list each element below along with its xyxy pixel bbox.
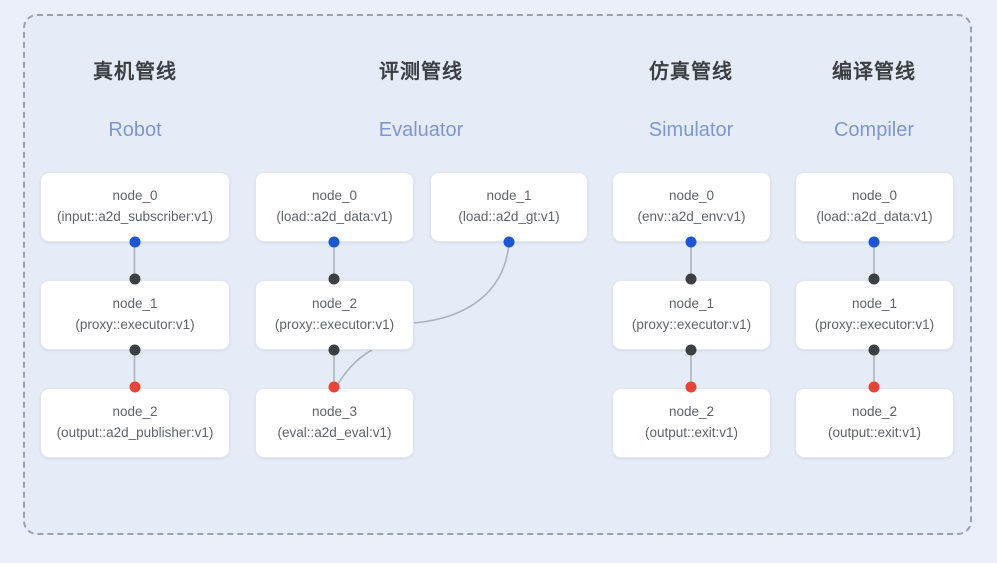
node-compiler-2[interactable]: node_2 (output::exit:v1)	[795, 388, 954, 458]
node-label-type: (proxy::executor:v1)	[814, 317, 935, 332]
node-label-type: (output::exit:v1)	[827, 425, 922, 440]
port-top-simulator-1[interactable]	[685, 273, 697, 285]
port-in-simulator-0[interactable]	[685, 236, 697, 248]
node-label-name: node_1	[668, 296, 715, 312]
port-in-robot-0[interactable]	[129, 236, 140, 248]
node-compiler-0[interactable]: node_0 (load::a2d_data:v1)	[795, 172, 954, 242]
node-compiler-1[interactable]: node_1 (proxy::executor:v1)	[795, 280, 954, 350]
node-label-name: node_1	[112, 296, 158, 312]
node-label-name: node_2	[851, 404, 898, 420]
node-label-type: (output::a2d_publisher:v1)	[56, 425, 214, 440]
port-out-evaluator-3[interactable]	[328, 381, 340, 393]
node-label-name: node_3	[311, 404, 358, 420]
node-label-name: node_0	[668, 188, 715, 204]
node-label-type: (load::a2d_data:v1)	[276, 209, 393, 224]
port-out-compiler-2[interactable]	[868, 381, 880, 393]
node-label-type: (proxy::executor:v1)	[631, 317, 752, 332]
node-evaluator-3[interactable]: node_3 (eval::a2d_eval:v1)	[255, 388, 414, 458]
node-robot-0[interactable]: node_0 (input::a2d_subscriber:v1)	[40, 172, 230, 242]
node-label-type: (load::a2d_gt:v1)	[458, 209, 560, 224]
node-evaluator-2[interactable]: node_2 (proxy::executor:v1)	[255, 280, 414, 350]
port-in-compiler-0[interactable]	[868, 236, 880, 248]
node-label-type: (proxy::executor:v1)	[274, 317, 395, 332]
node-label-name: node_0	[311, 188, 358, 204]
node-label-name: node_1	[486, 188, 532, 204]
node-label-name: node_0	[112, 188, 158, 204]
node-evaluator-0[interactable]: node_0 (load::a2d_data:v1)	[255, 172, 414, 242]
node-robot-2[interactable]: node_2 (output::a2d_publisher:v1)	[40, 388, 230, 458]
port-out-simulator-2[interactable]	[685, 381, 697, 393]
port-in-evaluator-0[interactable]	[328, 236, 340, 248]
port-top-compiler-1[interactable]	[868, 273, 880, 285]
node-simulator-1[interactable]: node_1 (proxy::executor:v1)	[612, 280, 771, 350]
node-simulator-0[interactable]: node_0 (env::a2d_env:v1)	[612, 172, 771, 242]
port-top-robot-1[interactable]	[129, 273, 140, 285]
node-label-type: (eval::a2d_eval:v1)	[277, 425, 392, 440]
node-label-name: node_0	[851, 188, 898, 204]
node-label-name: node_1	[851, 296, 898, 312]
node-label-type: (load::a2d_data:v1)	[816, 209, 933, 224]
port-bottom-robot-1[interactable]	[129, 344, 140, 356]
node-label-type: (output::exit:v1)	[644, 425, 739, 440]
port-bottom-simulator-1[interactable]	[685, 344, 697, 356]
node-label-type: (proxy::executor:v1)	[75, 317, 195, 332]
node-label-name: node_2	[112, 404, 158, 420]
port-top-evaluator-2[interactable]	[328, 273, 340, 285]
node-evaluator-1[interactable]: node_1 (load::a2d_gt:v1)	[430, 172, 588, 242]
node-label-type: (input::a2d_subscriber:v1)	[56, 209, 214, 224]
node-label-name: node_2	[668, 404, 715, 420]
node-simulator-2[interactable]: node_2 (output::exit:v1)	[612, 388, 771, 458]
port-out-robot-2[interactable]	[129, 381, 140, 393]
port-bottom-compiler-1[interactable]	[868, 344, 880, 356]
port-bottom-evaluator-2[interactable]	[328, 344, 340, 356]
port-in-evaluator-1[interactable]	[503, 236, 515, 248]
node-label-name: node_2	[311, 296, 358, 312]
node-label-type: (env::a2d_env:v1)	[637, 209, 746, 224]
node-robot-1[interactable]: node_1 (proxy::executor:v1)	[40, 280, 230, 350]
